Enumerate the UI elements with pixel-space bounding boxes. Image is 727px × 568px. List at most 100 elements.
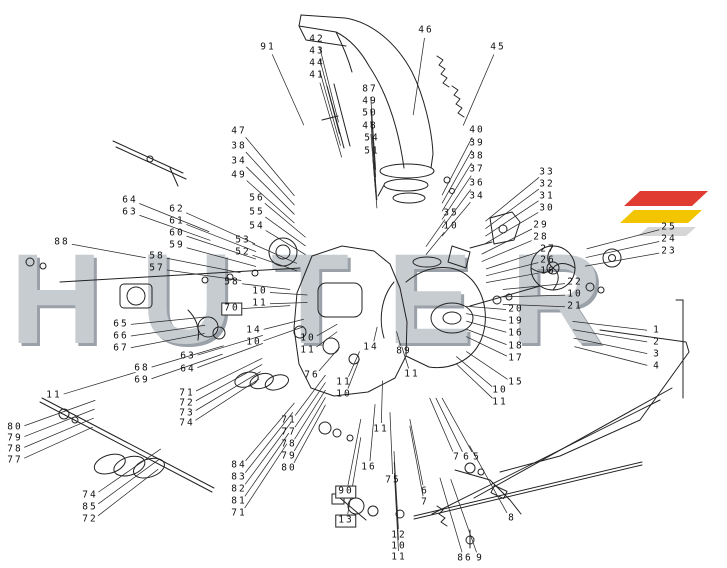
- leader-line-17: [466, 336, 508, 357]
- leader-line-31: [485, 200, 539, 237]
- leader-line-60: [186, 235, 257, 260]
- leader-line-56: [264, 203, 306, 238]
- leader-line-29: [481, 228, 533, 255]
- part-callout-72: 72: [82, 513, 98, 525]
- leader-line-9: [450, 479, 477, 553]
- part-callout-73: 73: [179, 407, 195, 419]
- leader-line-71: [195, 357, 263, 392]
- leader-line-69: [151, 353, 223, 380]
- part-callout-87: 87: [362, 83, 378, 95]
- part-callout-38: 38: [469, 150, 485, 162]
- leader-line-11: [456, 363, 493, 399]
- part-callout-49: 49: [231, 169, 247, 181]
- part-callout-19: 19: [508, 315, 524, 327]
- part-callout-1: 1: [653, 324, 661, 336]
- leader-line-62: [186, 212, 256, 245]
- leader-line-75: [389, 412, 393, 475]
- part-callout-10: 10: [336, 388, 352, 400]
- leader-line-24: [585, 241, 660, 258]
- leader-line-46: [412, 37, 425, 116]
- leader-line-6: [409, 418, 424, 486]
- leader-line-45: [462, 54, 495, 126]
- leader-line-49: [246, 180, 295, 224]
- leader-line-10: [316, 323, 338, 337]
- part-callout-64: 64: [180, 363, 196, 375]
- part-callout-11: 11: [391, 551, 407, 563]
- part-callout-11: 11: [252, 297, 268, 309]
- leader-line-61: [186, 224, 257, 252]
- leader-line-47: [245, 137, 295, 197]
- leader-line-49: [370, 108, 377, 178]
- part-callout-16: 16: [361, 461, 377, 473]
- leader-line-26: [485, 262, 539, 277]
- leader-line-74: [98, 448, 162, 493]
- part-callout-21: 21: [567, 300, 583, 312]
- huter-watermark: HUTER: [10, 228, 641, 371]
- part-callout-48: 48: [362, 120, 378, 132]
- leader-line-63: [197, 334, 263, 356]
- part-callout-58: 58: [224, 276, 240, 288]
- part-callout-88: 88: [54, 236, 70, 248]
- leader-line-25: [586, 229, 660, 250]
- part-callout-26: 26: [540, 254, 556, 266]
- part-callout-77: 77: [7, 454, 23, 466]
- impeller-fan: [469, 245, 622, 307]
- part-callout-38: 38: [231, 140, 247, 152]
- part-callout-71: 71: [231, 507, 247, 519]
- part-callout-86: 86: [457, 552, 473, 564]
- part-callout-12: 12: [391, 529, 407, 541]
- leader-line-19: [466, 313, 507, 322]
- part-callout-84: 84: [231, 459, 247, 471]
- part-callout-17: 17: [508, 352, 524, 364]
- part-callout-34: 34: [231, 155, 247, 167]
- leader-line-83: [245, 412, 294, 473]
- part-callout-25: 25: [661, 221, 677, 233]
- part-callout-60: 60: [169, 227, 185, 239]
- leader-line-38: [245, 151, 295, 206]
- part-callout-31: 31: [539, 190, 555, 202]
- part-callout-53: 53: [235, 234, 251, 246]
- leader-line-63: [139, 214, 211, 241]
- leader-line-41: [319, 82, 343, 158]
- part-callout-11: 11: [404, 368, 420, 380]
- leader-line-91: [271, 54, 305, 126]
- leader-line-89: [396, 331, 401, 346]
- leader-line-58: [166, 257, 241, 274]
- part-callout-7: 7: [453, 451, 461, 463]
- leader-line-35: [425, 219, 446, 247]
- part-callout-10: 10: [252, 285, 268, 297]
- auger-assembly: [39, 371, 354, 493]
- part-callout-56: 56: [249, 192, 265, 204]
- leader-line-14: [373, 326, 378, 342]
- part-callout-28: 28: [533, 231, 549, 243]
- leader-line-51: [372, 158, 378, 209]
- leader-line-18: [466, 328, 507, 345]
- leader-line-10: [456, 356, 493, 387]
- part-callout-89: 89: [396, 345, 412, 357]
- part-callout-23: 23: [661, 245, 677, 257]
- part-callout-61: 61: [169, 215, 185, 227]
- part-callout-34: 34: [469, 190, 485, 202]
- part-callout-68: 68: [134, 362, 150, 374]
- part-callout-63: 63: [180, 350, 196, 362]
- leader-line-79: [24, 408, 95, 437]
- leader-line-79: [293, 397, 326, 452]
- part-callout-11: 11: [336, 376, 352, 388]
- part-callout-49: 49: [362, 95, 378, 107]
- leader-line-58: [241, 283, 291, 290]
- leader-line-27: [485, 251, 539, 270]
- part-callout-36: 36: [469, 177, 485, 189]
- part-callout-79: 79: [7, 432, 23, 444]
- leader-line-7: [409, 425, 424, 497]
- leader-line-78: [24, 417, 94, 448]
- leader-line-44: [319, 70, 341, 146]
- part-callout-33: 33: [539, 166, 555, 178]
- part-callout-9: 9: [476, 552, 484, 564]
- part-callout-13: 13: [335, 514, 357, 528]
- part-callout-5: 5: [473, 451, 481, 463]
- part-callout-55: 55: [249, 206, 265, 218]
- leader-line-10: [263, 326, 304, 342]
- part-callout-6: 6: [463, 451, 471, 463]
- leader-line-36: [441, 189, 472, 229]
